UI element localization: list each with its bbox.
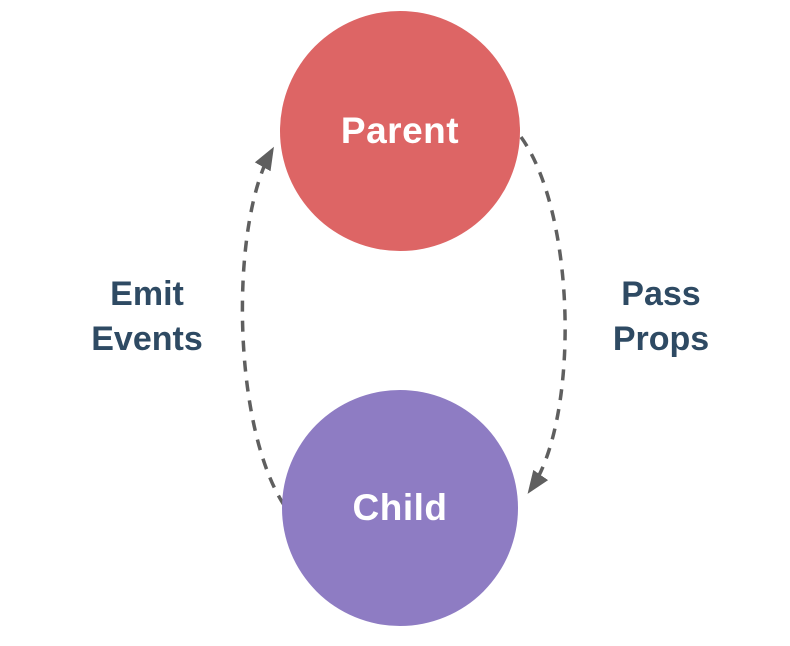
emit-events-arrow (240, 146, 286, 506)
child-node: Child (282, 390, 518, 626)
emit-events-label-line2: Events (91, 320, 203, 358)
pass-props-label: Pass Props (561, 272, 761, 362)
pass-props-label-line1: Pass (621, 275, 701, 313)
parent-node-label: Parent (340, 110, 460, 151)
pass-props-label-line2: Props (612, 320, 710, 358)
pass-props-arrow (519, 135, 567, 494)
parent-node: Parent (280, 11, 520, 251)
emit-events-label-line1: Emit (110, 275, 184, 313)
child-node-label: Child (352, 487, 448, 528)
emit-events-label: Emit Events (47, 272, 247, 362)
